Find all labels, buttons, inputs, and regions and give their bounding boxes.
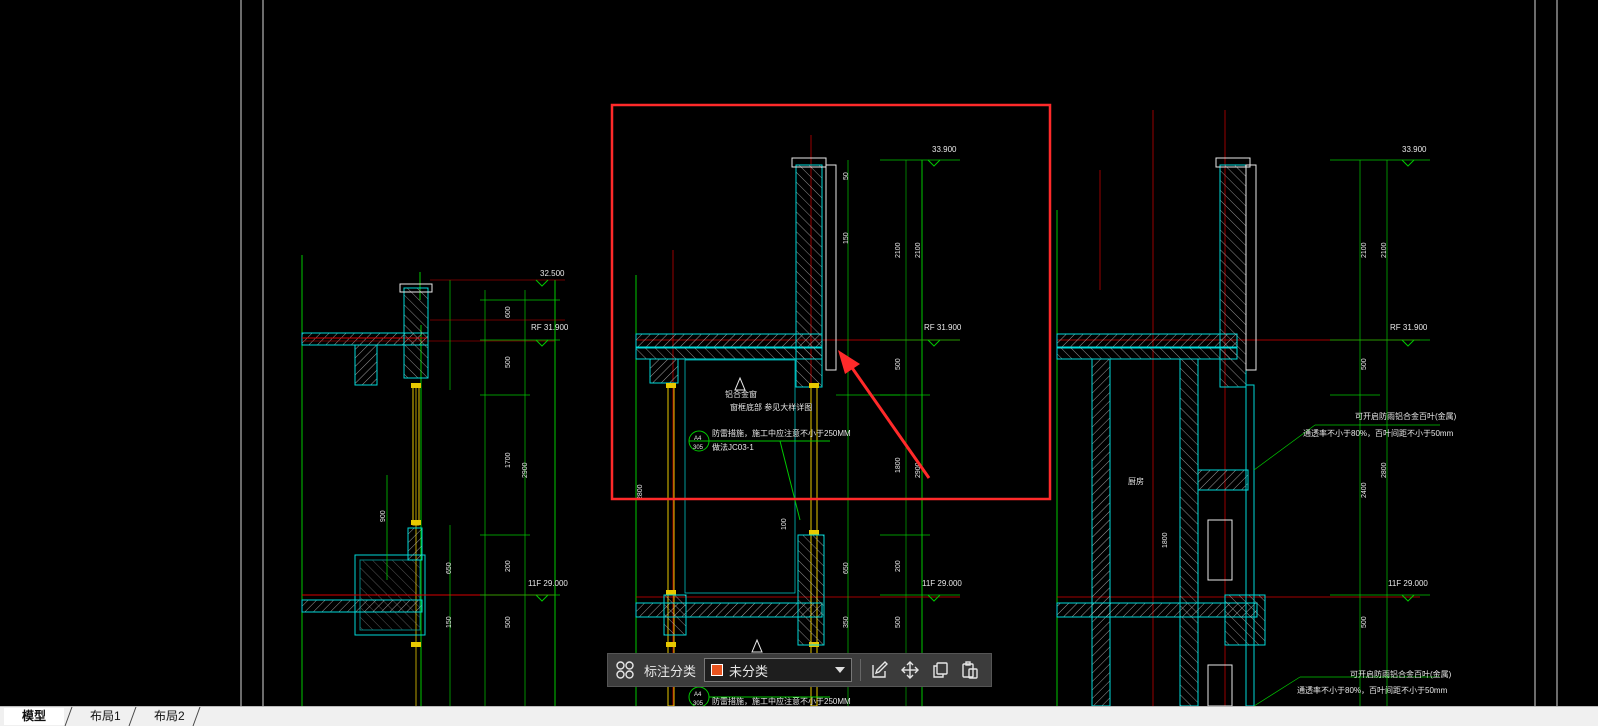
label-note-mid: 防雷措施，施工中应注意不小于250MM bbox=[712, 428, 851, 438]
label-note-2: 通透率不小于80%，百叶间距不小于50mm bbox=[1303, 428, 1454, 438]
annotation-toolbar: 标注分类 未分类 bbox=[607, 653, 992, 687]
label-11f-mid: 11F 29.000 bbox=[922, 579, 962, 588]
svg-text:200: 200 bbox=[505, 560, 512, 572]
category-label: 标注分类 bbox=[644, 663, 697, 679]
layout-tab-bar: 模型 布局1 布局2 bbox=[0, 706, 1598, 726]
svg-text:100: 100 bbox=[781, 518, 788, 530]
svg-text:500: 500 bbox=[1361, 616, 1368, 628]
svg-text:650: 650 bbox=[446, 562, 453, 574]
svg-text:650: 650 bbox=[843, 562, 850, 574]
label-rf-right: RF 31.900 bbox=[1390, 323, 1428, 332]
label-note-3: 可开启防雨铝合金百叶(金属) bbox=[1350, 669, 1452, 679]
tab-model[interactable]: 模型 bbox=[4, 708, 65, 725]
section-middle bbox=[635, 135, 960, 706]
svg-text:500: 500 bbox=[1361, 358, 1368, 370]
svg-text:500: 500 bbox=[505, 616, 512, 628]
copy-icon[interactable] bbox=[929, 659, 951, 681]
label-note-1: 可开启防雨铝合金百叶(金属) bbox=[1355, 411, 1457, 421]
section-right bbox=[1056, 110, 1440, 706]
drawing-labels: 32.500 33.900 33.900 RF 31.900 RF 31.900… bbox=[528, 145, 1457, 706]
label-elev-mid: 33.900 bbox=[932, 145, 957, 154]
svg-text:350: 350 bbox=[843, 616, 850, 628]
move-icon[interactable] bbox=[899, 659, 921, 681]
label-note-mid2: 做法JC03-1 bbox=[712, 442, 754, 452]
tag-305-2: 305 bbox=[693, 701, 704, 706]
label-rf-left: RF 31.900 bbox=[531, 323, 569, 332]
label-note-mid3: 防雷措施，施工中应注意不小于250MM bbox=[712, 696, 851, 706]
svg-text:1800: 1800 bbox=[895, 457, 902, 473]
label-elev-right: 33.900 bbox=[1402, 145, 1427, 154]
svg-text:2400: 2400 bbox=[1361, 482, 1368, 498]
svg-text:1800: 1800 bbox=[1162, 532, 1169, 548]
svg-text:2100: 2100 bbox=[895, 242, 902, 258]
paste-icon[interactable] bbox=[959, 659, 981, 681]
cad-drawing: 32.500 33.900 33.900 RF 31.900 RF 31.900… bbox=[240, 0, 1558, 706]
svg-text:2100: 2100 bbox=[1361, 242, 1368, 258]
label-window: 铝合金窗 bbox=[725, 389, 757, 399]
label-11f-left: 11F 29.000 bbox=[528, 579, 568, 588]
label-elev-left: 32.500 bbox=[540, 269, 565, 278]
svg-text:2900: 2900 bbox=[915, 462, 922, 478]
tab-layout1[interactable]: 布局1 bbox=[90, 709, 121, 723]
tag-a4-1: A4 bbox=[694, 436, 702, 442]
annotation-arrow[interactable] bbox=[838, 350, 931, 479]
drawing-canvas[interactable]: 32.500 33.900 33.900 RF 31.900 RF 31.900… bbox=[0, 0, 1598, 706]
tag-a4-2: A4 bbox=[694, 692, 702, 698]
chevron-down-icon bbox=[835, 667, 846, 673]
toolbar-divider bbox=[860, 659, 862, 681]
label-rf-mid: RF 31.900 bbox=[924, 323, 962, 332]
tab-layout2[interactable]: 布局2 bbox=[154, 709, 185, 723]
svg-text:500: 500 bbox=[895, 358, 902, 370]
svg-text:2100: 2100 bbox=[1381, 242, 1388, 258]
svg-text:500: 500 bbox=[895, 616, 902, 628]
label-11f-right: 11F 29.000 bbox=[1388, 579, 1428, 588]
svg-text:500: 500 bbox=[505, 356, 512, 368]
label-note-4: 通透率不小于80%，百叶间距不小于50mm bbox=[1297, 685, 1448, 695]
category-color-swatch bbox=[711, 664, 724, 676]
sheet-frame bbox=[240, 0, 1558, 706]
svg-text:150: 150 bbox=[843, 232, 850, 244]
svg-text:2800: 2800 bbox=[637, 484, 644, 500]
category-select-value: 未分类 bbox=[729, 663, 769, 679]
grid-icon[interactable] bbox=[614, 659, 636, 681]
label-room: 厨房 bbox=[1128, 476, 1144, 486]
edit-icon[interactable] bbox=[869, 659, 891, 681]
svg-text:2900: 2900 bbox=[522, 462, 529, 478]
dimension-texts: 600 500 1700 2900 900 200 650 150 500 21… bbox=[380, 172, 1388, 628]
annotation-rectangle[interactable] bbox=[610, 103, 1052, 501]
svg-text:1700: 1700 bbox=[505, 452, 512, 468]
svg-text:600: 600 bbox=[505, 306, 512, 318]
svg-text:2100: 2100 bbox=[915, 242, 922, 258]
tag-305-1: 305 bbox=[693, 445, 704, 451]
section-left bbox=[301, 255, 565, 706]
svg-text:900: 900 bbox=[380, 510, 387, 522]
svg-text:2800: 2800 bbox=[1381, 462, 1388, 478]
category-select[interactable]: 未分类 bbox=[704, 658, 853, 682]
svg-text:150: 150 bbox=[446, 616, 453, 628]
svg-text:50: 50 bbox=[843, 172, 850, 180]
label-sub-note: 窗框底部 参见大样详图 bbox=[730, 402, 812, 412]
svg-text:200: 200 bbox=[895, 560, 902, 572]
